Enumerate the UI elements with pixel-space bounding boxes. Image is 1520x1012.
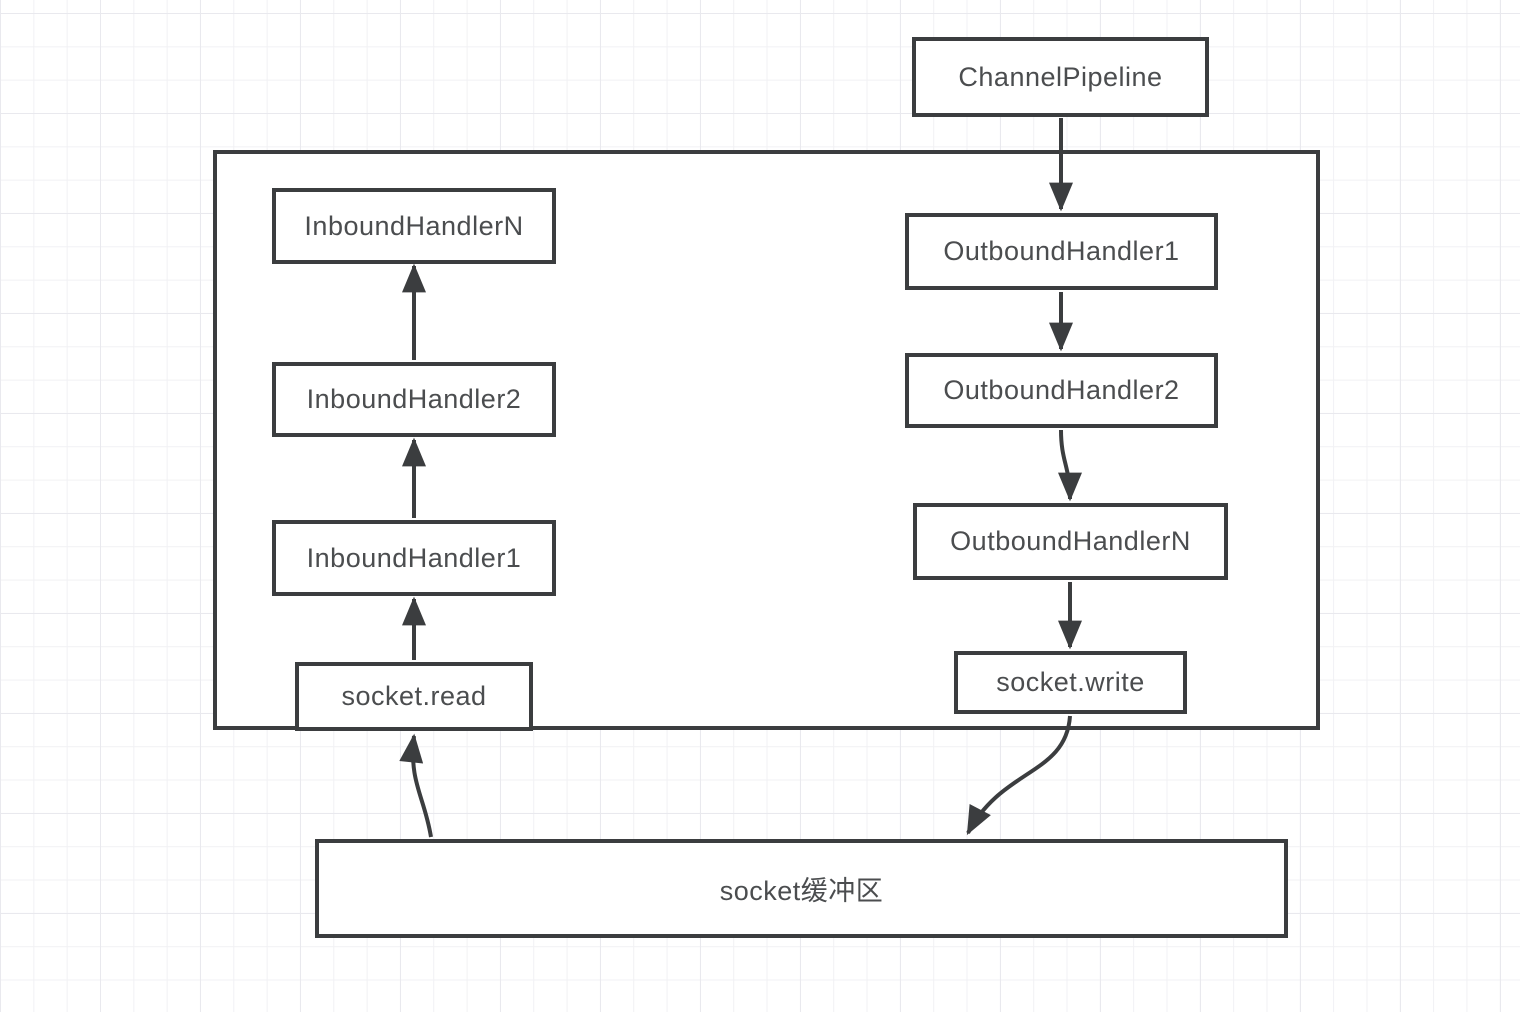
node-socket-read: socket.read: [295, 662, 533, 731]
edge-buffer-to-socket-read: [399, 733, 433, 838]
node-inbound-handler-1: InboundHandler1: [272, 520, 556, 596]
node-inbound-handler-n: InboundHandlerN: [272, 188, 556, 264]
node-socket-buffer: socket缓冲区: [315, 839, 1288, 938]
node-outbound-handler-1: OutboundHandler1: [905, 213, 1218, 290]
node-outbound-handler-2: OutboundHandler2: [905, 353, 1218, 428]
node-socket-write: socket.write: [954, 651, 1187, 714]
node-inbound-handler-2: InboundHandler2: [272, 362, 556, 437]
node-channel-pipeline: ChannelPipeline: [912, 37, 1209, 117]
edge-socket-write-to-buffer: [966, 715, 1072, 836]
node-outbound-handler-n: OutboundHandlerN: [913, 503, 1228, 580]
